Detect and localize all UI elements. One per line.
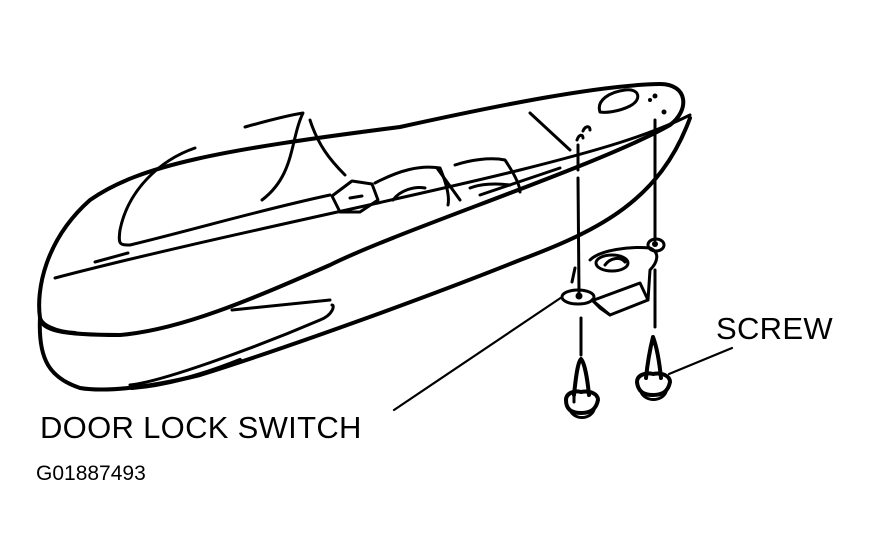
window-switch-cluster [330, 88, 667, 214]
door-lock-switch-leader-line [392, 295, 564, 412]
door-lock-switch-callout-label: DOOR LOCK SWITCH [40, 410, 362, 445]
screw-left [564, 357, 600, 419]
screw-right [635, 335, 672, 401]
screw-callout-label: SCREW [716, 311, 833, 346]
screw-leader-line [667, 346, 734, 376]
alignment-lines [576, 118, 657, 357]
door-lock-switch-part [560, 237, 666, 317]
armrest-panel [37, 82, 692, 392]
figure-id-label: G01887493 [36, 462, 146, 485]
